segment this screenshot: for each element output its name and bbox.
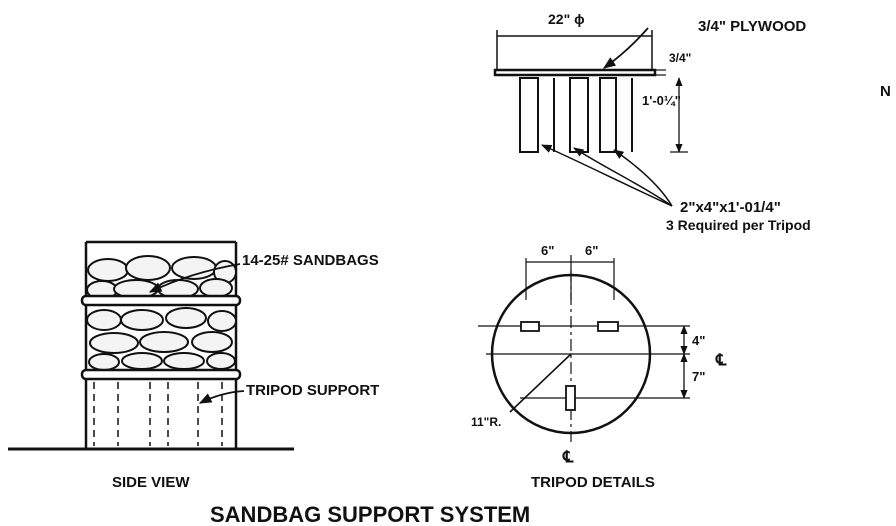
upper-band: [80, 294, 242, 307]
tripod-elevation: 22" ϕ 3/4" 3/4" PLYWOOD 1'-0¼" 2"x4"x1'-…: [493, 11, 891, 233]
plywood-callout: 3/4" PLYWOOD: [698, 18, 806, 35]
legs-leader-2: [573, 147, 673, 207]
radius-line: [509, 353, 572, 413]
legs-leader-1: [541, 144, 673, 207]
offset-left-dim: 6": [541, 243, 554, 258]
tripod-legs-hidden: [93, 382, 223, 446]
vertical-dim-bottom: 7": [692, 369, 705, 384]
tripod-details-label: TRIPOD DETAILS: [531, 474, 655, 491]
page-title: SANDBAG SUPPORT SYSTEM: [210, 502, 530, 526]
tripod-support-callout: TRIPOD SUPPORT: [246, 382, 379, 399]
tripod-plan: 6" 6" 11"R. 4" 7" ℄ ℄ TRIPOD DETAILS: [471, 243, 727, 491]
top-width-dim: 22" ϕ: [548, 11, 585, 27]
legs-callout: 2"x4"x1'-01/4": [680, 199, 781, 216]
sandbag-layer-middle: [86, 307, 237, 371]
vertical-dim-top: 4": [692, 333, 705, 348]
offset-right-dim: 6": [585, 243, 598, 258]
sandbags-leader: [148, 263, 241, 293]
leg-footprint-left: [520, 321, 540, 332]
side-view-label: SIDE VIEW: [112, 474, 190, 491]
cutoff-text: N: [880, 83, 891, 100]
legs-note: 3 Required per Tripod: [666, 217, 811, 233]
centerline-symbol-right: ℄: [715, 352, 727, 369]
leg-height-dim: 1'-0¼": [642, 93, 681, 108]
plywood-thickness-dim: 3/4": [669, 51, 691, 65]
sandbag-layer-top: [86, 255, 237, 300]
tripod-legs: [519, 77, 633, 153]
legs-leader-3: [613, 149, 673, 207]
plywood-leader: [602, 27, 649, 69]
radius-dim: 11"R.: [471, 415, 501, 429]
centerline-symbol-bottom: ℄: [562, 449, 574, 466]
lower-band: [80, 368, 242, 381]
tripod-support-leader: [198, 390, 245, 404]
sandbags-callout: 14-25# SANDBAGS: [242, 252, 379, 269]
leg-footprint-rear: [565, 385, 576, 411]
plywood-top: [493, 68, 657, 77]
side-view: 14-25# SANDBAGS TRIPOD SUPPORT SIDE VIEW: [8, 240, 379, 491]
leg-footprint-right: [597, 321, 619, 332]
